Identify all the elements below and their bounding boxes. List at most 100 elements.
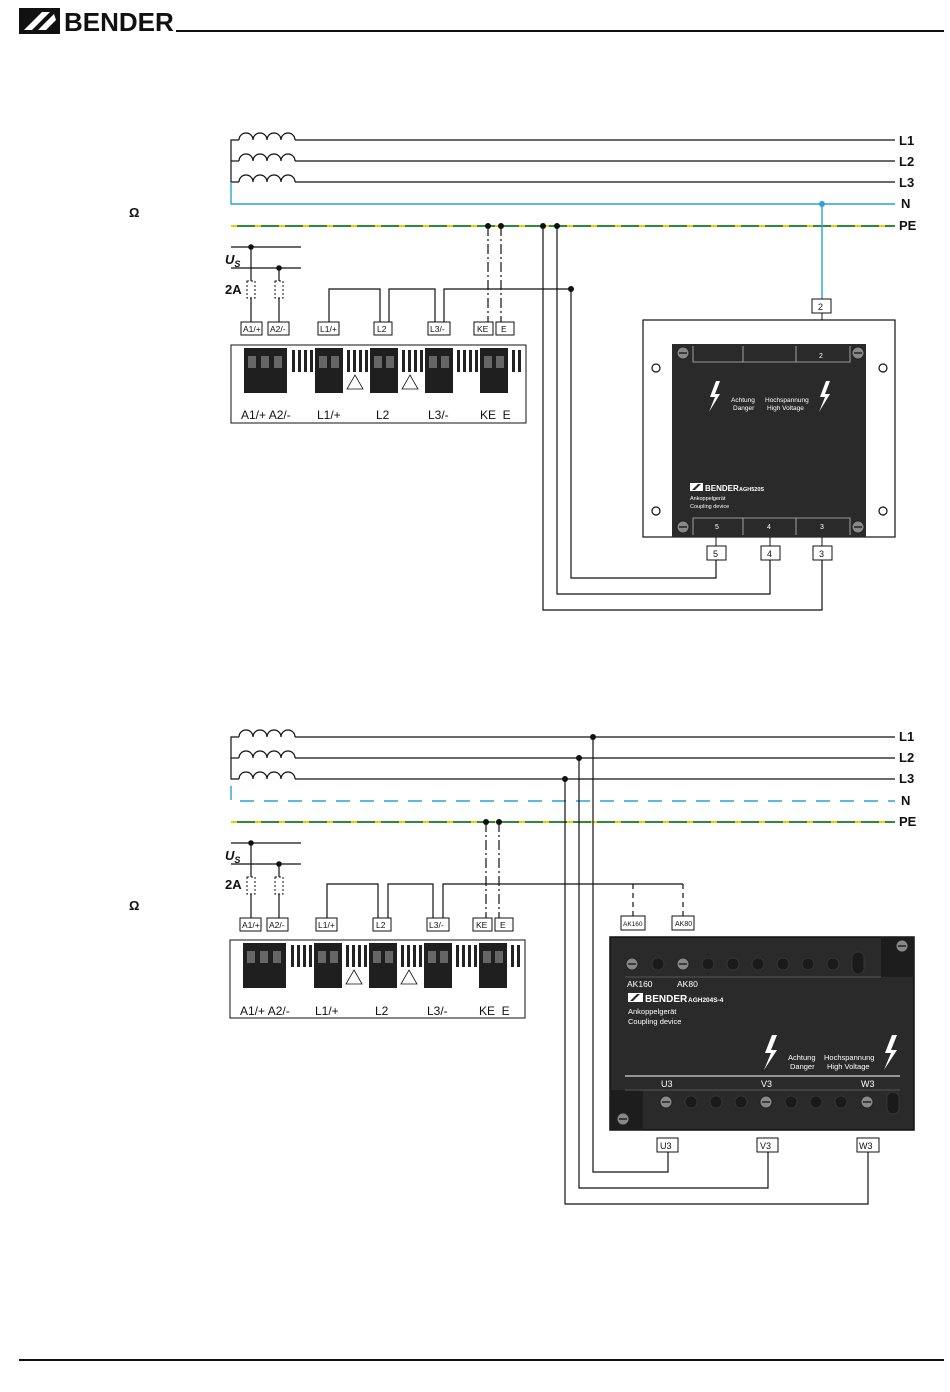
coupler-device-agh520s: 2 5 4 3 Achtung Danger Hochspannung High… — [642, 319, 896, 538]
strip-label-l1: L1/+ — [315, 1004, 339, 1018]
terminal-box-a1: A1/+ — [242, 920, 260, 930]
label-n: N — [901, 196, 910, 211]
coupler-device-agh204s: AK160 AK80 BENDER AGH204S-4 Ankoppelgerä… — [609, 936, 915, 1131]
coupler-terminal-w3: W3 — [859, 1141, 873, 1151]
phase-lines — [295, 139, 895, 183]
us-label: US — [225, 848, 240, 865]
label-l2: L2 — [899, 154, 914, 169]
strip-label-a1-a2: A1/+ A2/- — [240, 1004, 290, 1018]
label-pe: PE — [899, 814, 917, 829]
terminal-boxes — [239, 917, 514, 932]
strip-label-l1: L1/+ — [317, 408, 341, 422]
coupler-hv-de: Hochspannung — [765, 397, 809, 404]
figure-2-agh204s: Ω L1 L2 L3 N PE — [129, 729, 917, 1205]
coupler-inner-terminal-5: 5 — [715, 524, 719, 531]
transformer-coils — [230, 729, 296, 780]
coupler-model: AGH204S-4 — [688, 997, 724, 1004]
label-l3: L3 — [899, 175, 914, 190]
phase-label-w3: W3 — [861, 1079, 875, 1089]
lightning-icon — [884, 1035, 897, 1070]
coupler-warn-en: Danger — [790, 1062, 815, 1071]
lightning-icon — [764, 1035, 777, 1070]
terminal-box-e: E — [500, 920, 506, 930]
coupler-brand: BENDER — [705, 484, 739, 493]
ke-e-connection — [485, 822, 500, 918]
label-l1: L1 — [899, 133, 914, 148]
coupler-inner-terminal-2: 2 — [819, 353, 823, 360]
us-label: US — [225, 252, 240, 269]
fuse-label: 2A — [225, 282, 242, 297]
coupler-brand: BENDER — [645, 994, 688, 1005]
terminal-strip — [229, 939, 526, 1019]
coupler-inner-terminal-4: 4 — [767, 524, 771, 531]
strip-label-l3: L3/- — [427, 1004, 448, 1018]
brand-name: BENDER — [64, 7, 174, 37]
coupler-hv-en: High Voltage — [767, 405, 804, 412]
strip-label-ke-e: KE E — [480, 408, 511, 422]
lightning-icon — [819, 381, 830, 412]
ak-dashed-connection — [632, 884, 684, 916]
terminal-boxes — [240, 321, 515, 336]
transformer-coils — [230, 132, 296, 183]
terminal-box-ke: KE — [477, 324, 489, 334]
ak160-box: AK160 — [623, 921, 643, 928]
ak160-label: AK160 — [627, 979, 653, 989]
coupler-desc-en: Coupling device — [628, 1017, 681, 1026]
coupler-desc-en: Coupling device — [690, 504, 729, 510]
terminal-box-ke: KE — [476, 920, 488, 930]
coupler-terminal-4: 4 — [767, 549, 772, 559]
strip-label-ke-e: KE E — [479, 1004, 510, 1018]
label-l3: L3 — [899, 771, 914, 786]
phase-coupler-wiring — [564, 737, 869, 1205]
fuse-icon — [274, 280, 284, 299]
bender-logo-icon — [690, 483, 703, 491]
figure-1-agh520s: Ω L1 L2 L3 N PE — [129, 132, 917, 611]
strip-label-a1-a2: A1/+ A2/- — [241, 408, 291, 422]
fuse-icon — [246, 280, 256, 299]
fuse-icon — [246, 876, 256, 895]
coupler-desc-de: Ankoppelgerät — [690, 496, 726, 502]
fuse-icon — [274, 876, 284, 895]
coupler-model: AGH520S — [739, 487, 764, 493]
coupler-hv-en: High Voltage — [827, 1062, 870, 1071]
coupler-terminal-u3: U3 — [660, 1141, 672, 1151]
warning-triangle-icon — [401, 374, 419, 390]
terminal-box-l3: L3/- — [429, 920, 444, 930]
phase-label-v3: V3 — [761, 1079, 772, 1089]
coupler-terminal-v3: V3 — [760, 1141, 771, 1151]
neutral-line-dashed — [230, 786, 895, 802]
l-terminal-wiring — [326, 883, 683, 918]
coupler-warn-en: Danger — [733, 405, 755, 412]
terminal-box-l1: L1/+ — [320, 324, 337, 334]
bender-logo-icon — [628, 993, 643, 1002]
coupler-top-terminal: 2 — [818, 302, 823, 312]
ke-e-connection — [487, 226, 502, 322]
warning-triangle-icon — [346, 374, 364, 390]
omega-symbol: Ω — [129, 205, 139, 220]
label-l2: L2 — [899, 750, 914, 765]
terminal-strip — [230, 344, 527, 424]
terminal-box-l2: L2 — [376, 920, 386, 930]
strip-label-l2: L2 — [376, 408, 390, 422]
bender-logo-icon — [19, 8, 60, 34]
coupler-terminal-3: 3 — [819, 549, 824, 559]
ak80-box: AK80 — [675, 921, 692, 928]
terminal-box-a2: A2/- — [269, 920, 285, 930]
terminal-box-l1: L1/+ — [318, 920, 335, 930]
l-terminal-wiring — [328, 288, 571, 322]
terminal-box-l2: L2 — [377, 324, 387, 334]
warning-triangle-icon — [400, 969, 418, 985]
coupler-warn-de: Achtung — [788, 1053, 816, 1062]
label-n: N — [901, 793, 910, 808]
warning-triangle-icon — [345, 969, 363, 985]
phase-lines — [295, 736, 895, 780]
lightning-icon — [709, 381, 720, 412]
coupler-terminal-5: 5 — [713, 549, 718, 559]
neutral-line — [230, 182, 895, 205]
label-pe: PE — [899, 218, 917, 233]
terminal-box-a1: A1/+ — [243, 324, 261, 334]
ak80-label: AK80 — [677, 979, 698, 989]
terminal-box-l3: L3/- — [430, 324, 445, 334]
omega-symbol: Ω — [129, 898, 139, 913]
